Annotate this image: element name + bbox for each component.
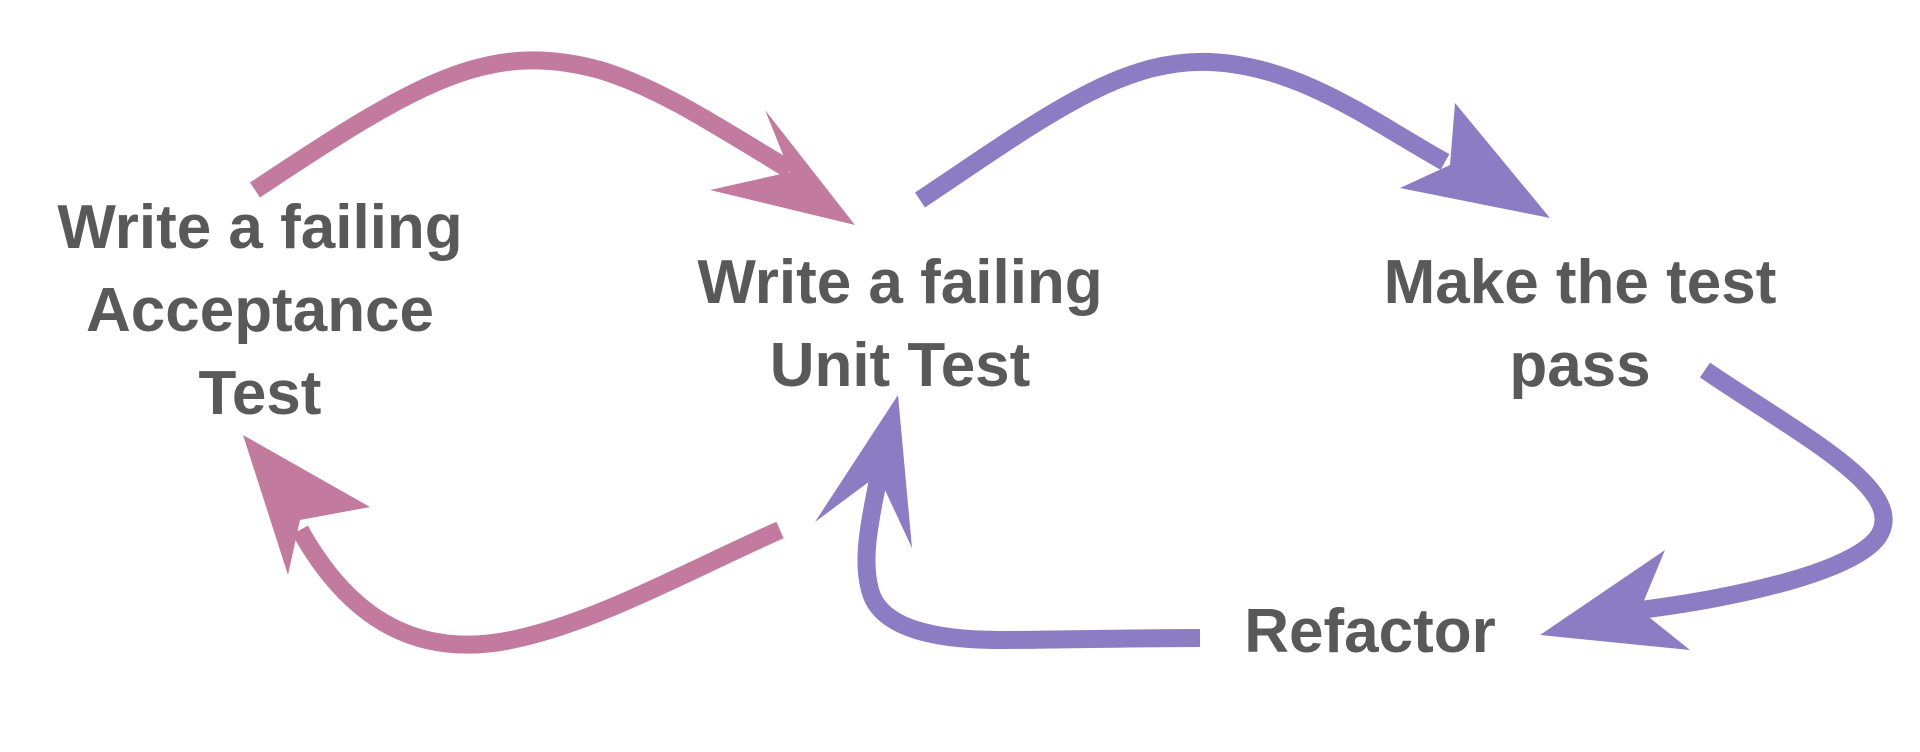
node-write-failing-acceptance-test: Write a failing Acceptance Test: [0, 186, 520, 435]
arrow-refactor-to-unit: [857, 468, 1201, 650]
inner-loop: [815, 52, 1893, 650]
node-label-line: Write a failing: [57, 193, 463, 262]
arrowhead-to-pass: [1400, 103, 1550, 218]
arrowhead-to-refactor: [1540, 550, 1690, 650]
node-label-line: Test: [198, 359, 322, 428]
node-label-line: pass: [1509, 331, 1651, 400]
arrow-acceptance-to-unit: [250, 51, 795, 198]
node-label-line: Refactor: [1244, 597, 1496, 666]
node-label-line: Write a failing: [697, 248, 1103, 317]
arrowhead-to-unit-from-refactor: [815, 395, 912, 548]
arrow-unit-to-pass: [915, 52, 1450, 208]
arrow-unit-to-acceptance: [292, 521, 784, 654]
arrowhead-to-unit: [710, 110, 855, 225]
node-refactor: Refactor: [1170, 590, 1570, 673]
node-label-line: Make the test: [1383, 248, 1777, 317]
node-label-line: Unit Test: [769, 331, 1031, 400]
arrow-pass-to-refactor: [1638, 362, 1893, 619]
node-make-test-pass: Make the test pass: [1320, 241, 1840, 407]
outer-loop: [243, 51, 855, 654]
node-write-failing-unit-test: Write a failing Unit Test: [640, 241, 1160, 407]
arrowhead-to-acceptance: [243, 435, 370, 575]
node-label-line: Acceptance: [85, 276, 435, 345]
